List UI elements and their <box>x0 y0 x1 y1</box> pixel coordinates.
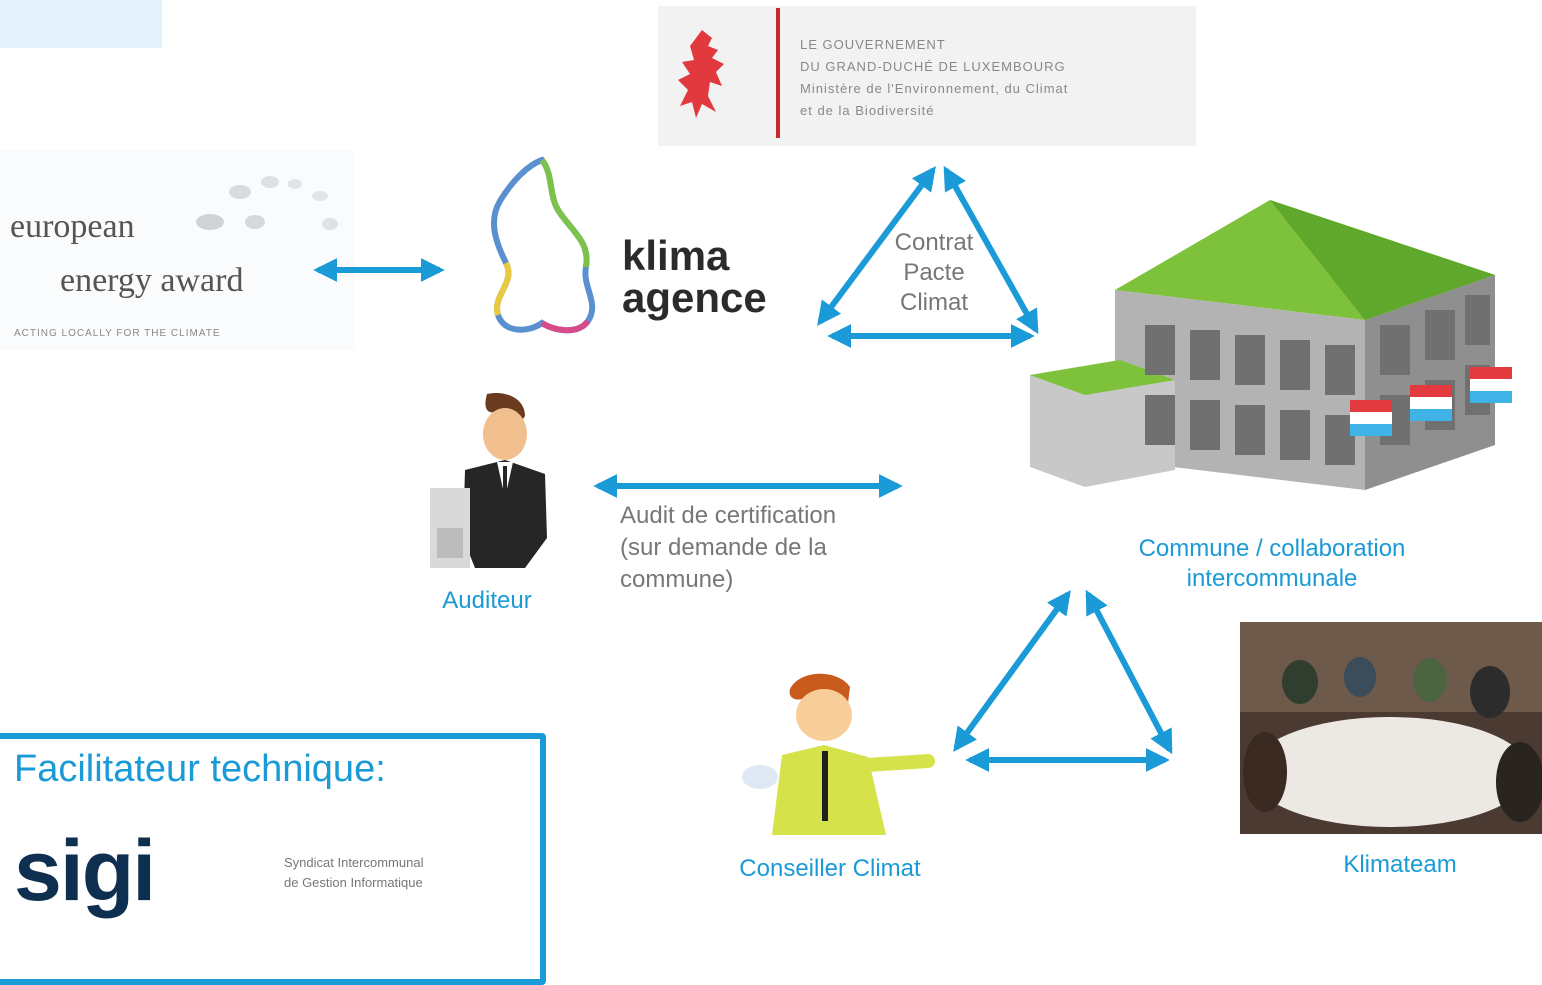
meeting-photo-image <box>1240 622 1542 827</box>
arrows-layer <box>313 165 1173 772</box>
arrow-conseiller-commune <box>953 590 1071 752</box>
gov-line3: Ministère de l'Environnement, du Climat <box>800 81 1069 96</box>
contract-label: Contrat Pacte Climat <box>872 228 996 318</box>
arrow-klima-ministry <box>817 166 936 326</box>
sigi-subtext: Syndicat Intercommunal de Gestion Inform… <box>284 853 423 893</box>
corner-decoration <box>0 0 162 48</box>
auditeur-label: Auditeur <box>442 587 532 614</box>
klima-line2: agence <box>622 274 767 321</box>
conseiller-label: Conseiller Climat <box>739 855 921 882</box>
commune-line1: Commune / collaboration <box>1138 535 1406 562</box>
sigi-line2: de Gestion Informatique <box>284 875 423 890</box>
advisor-figure-icon <box>742 673 935 835</box>
audit-line3: commune) <box>620 566 734 593</box>
eea-logo: european energy award ACTING LOCALLY FOR… <box>0 150 355 350</box>
klima-line1: klima <box>622 232 730 279</box>
red-lion-icon <box>678 30 724 118</box>
facilitator-heading: Facilitateur technique: <box>14 748 386 790</box>
commune-line2: intercommunale <box>1186 565 1358 592</box>
audit-line1: Audit de certification <box>620 502 837 529</box>
gov-text: LE GOUVERNEMENT DU GRAND-DUCHÉ DE LUXEMB… <box>800 34 1068 122</box>
audit-line2: (sur demande de la <box>620 534 827 561</box>
star-circle-icon <box>196 176 338 230</box>
sigi-name: sigi <box>14 823 156 919</box>
arrow-commune-klimateam <box>1085 589 1173 755</box>
contract-line2: Pacte <box>903 259 965 286</box>
contract-line3: Climat <box>899 289 968 316</box>
commune-label: Commune / collaboration intercommunale <box>1092 534 1452 594</box>
sigi-logo: sigi Syndicat Intercommunal de Gestion I… <box>14 823 524 951</box>
auditor-figure-icon <box>430 392 547 568</box>
sigi-line1: Syndicat Intercommunal <box>284 855 424 870</box>
government-logo: LE GOUVERNEMENT DU GRAND-DUCHÉ DE LUXEMB… <box>658 6 1196 146</box>
facilitator-box: Facilitateur technique: sigi Syndicat In… <box>0 733 546 985</box>
klima-agence-logo: klima agence <box>482 155 767 340</box>
audit-label: Audit de certification (sur demande de l… <box>620 500 836 596</box>
klimateam-label: Klimateam <box>1343 851 1457 878</box>
gov-line1: LE GOUVERNEMENT <box>800 37 946 52</box>
eea-line1: european <box>10 208 135 245</box>
eea-line2: energy award <box>60 262 244 299</box>
logo-divider <box>776 8 780 138</box>
luxembourg-flags <box>1350 367 1512 436</box>
gov-line2: DU GRAND-DUCHÉ DE LUXEMBOURG <box>800 59 1066 74</box>
contract-line1: Contrat <box>894 229 974 256</box>
eea-tagline: ACTING LOCALLY FOR THE CLIMATE <box>14 328 221 339</box>
gov-line4: et de la Biodiversité <box>800 103 935 118</box>
luxembourg-map-icon <box>491 156 596 334</box>
commune-building-icon <box>1030 200 1512 490</box>
arrow-ministry-commune <box>943 165 1039 335</box>
klimateam-photo <box>1240 622 1542 834</box>
